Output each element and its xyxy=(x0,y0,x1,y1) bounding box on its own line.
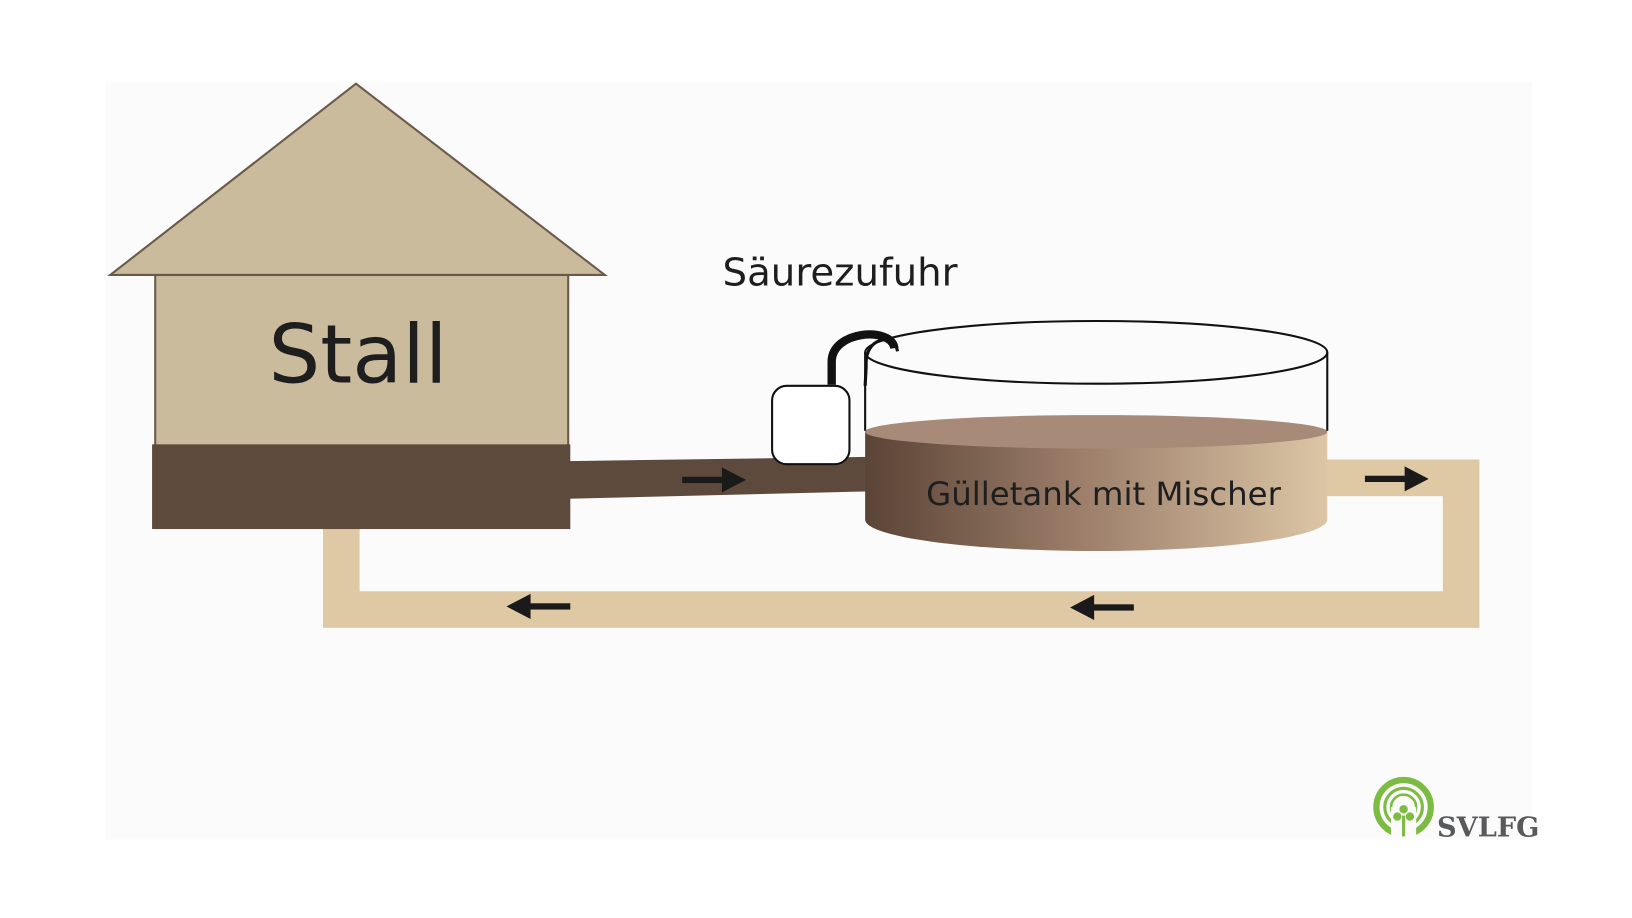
acid-canister: Säurezufuhr xyxy=(723,250,958,466)
barn-slurry-pit xyxy=(152,444,571,530)
arrow-left-icon xyxy=(1070,594,1134,621)
svlfg-logo-icon xyxy=(1373,776,1434,839)
stall-label: Stall xyxy=(269,308,448,403)
arrow-right-icon xyxy=(682,467,746,493)
tank-liquid-surface xyxy=(865,415,1328,449)
tank-liquid xyxy=(865,430,1328,552)
acid-feed-label: Säurezufuhr xyxy=(723,250,958,295)
barn: Stall xyxy=(107,82,608,530)
arrow-left-icon xyxy=(506,593,571,619)
flow-arrows xyxy=(506,466,1429,621)
tank-label: Gülletank mit Mischer xyxy=(926,475,1281,513)
svlfg-logo-text: SVLFG xyxy=(1437,811,1539,843)
arrow-right-icon xyxy=(1364,466,1429,492)
svlfg-logo: SVLFG xyxy=(1373,776,1539,843)
